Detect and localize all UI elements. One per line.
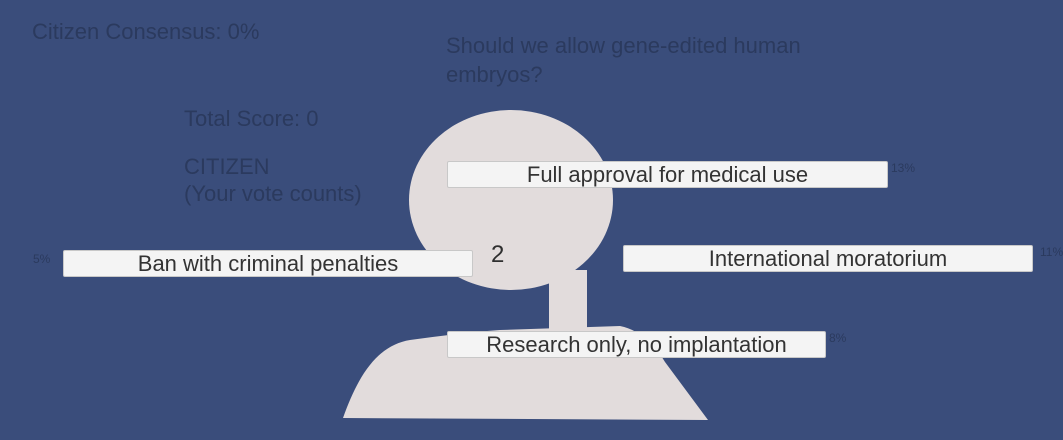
role-title: CITIZEN [184,154,270,179]
silhouette-head [409,110,613,290]
option-ban-button[interactable]: Ban with criminal penalties [63,250,473,277]
option-ban-percent: 5% [33,252,51,266]
option-moratorium-percent: 11% [1040,245,1063,259]
option-moratorium-button[interactable]: International moratorium [623,245,1033,272]
option-full-approval-button[interactable]: Full approval for medical use [447,161,888,188]
option-full-approval-percent: 13% [891,161,916,175]
option-research-only-percent: 8% [829,331,847,345]
role-subtitle: (Your vote counts) [184,181,362,206]
citizen-consensus-label: Citizen Consensus: 0% [32,19,260,44]
total-score-label: Total Score: 0 [184,106,319,131]
question-text: Should we allow gene-edited human embryo… [446,33,801,87]
round-counter: 2 [491,241,505,268]
option-research-only-button[interactable]: Research only, no implantation [447,331,826,358]
